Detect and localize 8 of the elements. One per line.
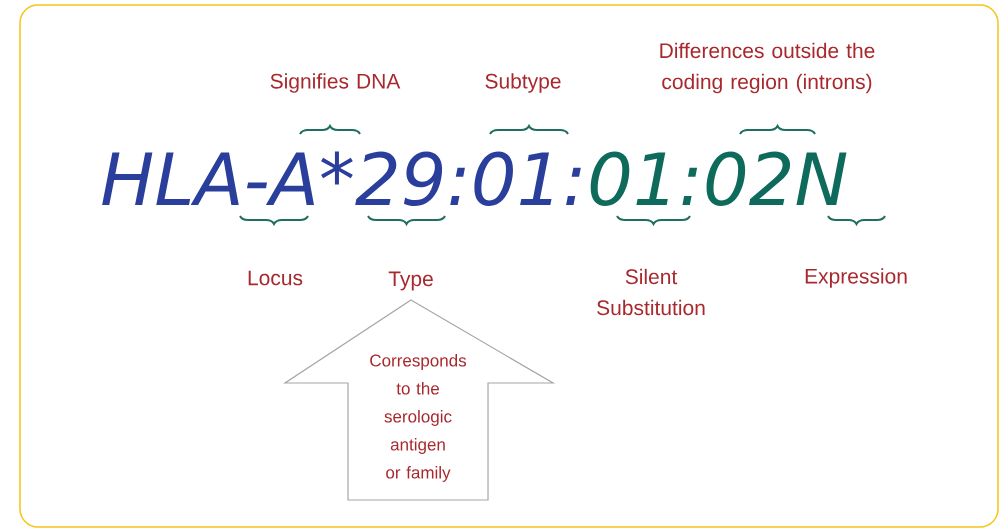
allele-code: HLA-A*29:01: [102, 151, 581, 206]
label: Locus [248, 270, 303, 286]
label: Signifies DNA [270, 73, 401, 93]
label: Differences outside the coding region (introns) [660, 42, 875, 94]
label: Silent Substitution [597, 268, 705, 316]
allele-code: 01:02N [590, 151, 847, 206]
label: Expression [805, 268, 907, 288]
label: Subtype [485, 73, 561, 93]
